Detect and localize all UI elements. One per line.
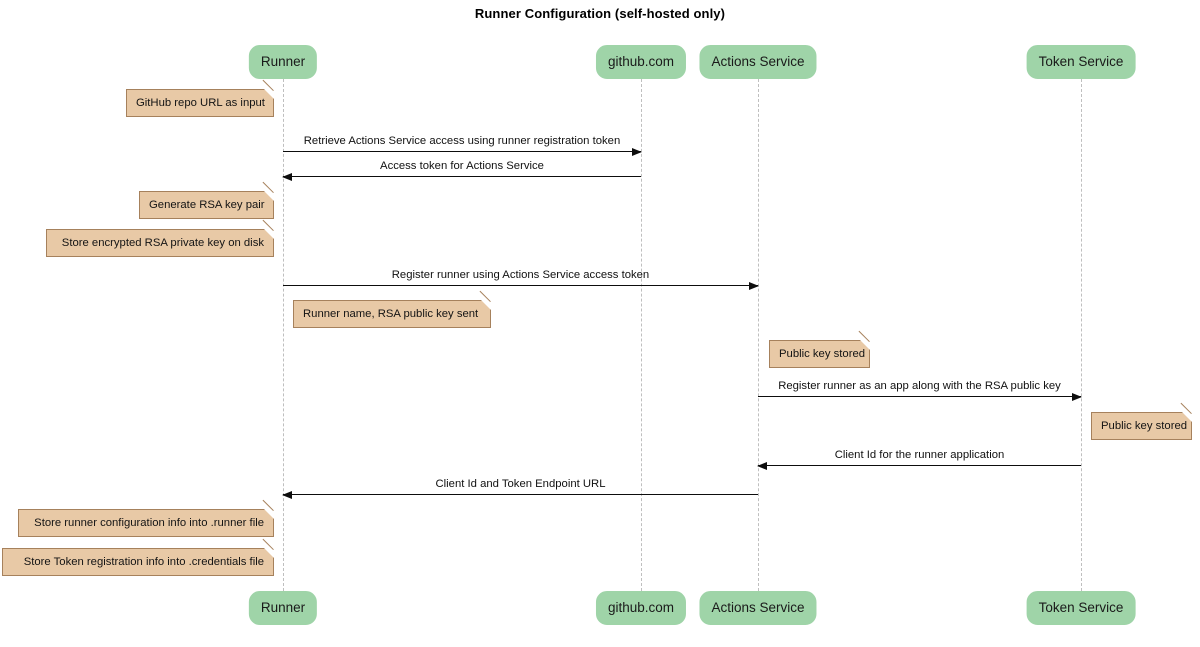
participant-bottom-actions[interactable]: Actions Service	[699, 591, 817, 625]
participant-top-github[interactable]: github.com	[595, 45, 687, 79]
note-public-key-stored-actions: Public key stored	[769, 330, 870, 368]
note-store-runner-config: Store runner configuration info into .ru…	[18, 499, 274, 537]
msg-retrieve-access-label: Retrieve Actions Service access using ru…	[303, 135, 621, 147]
note-store-token-registration: Store Token registration info into .cred…	[2, 538, 274, 576]
lifeline-actions	[758, 79, 759, 591]
participant-top-token[interactable]: Token Service	[1026, 45, 1136, 79]
msg-register-runner-label: Register runner using Actions Service ac…	[391, 269, 650, 281]
note-store-private-key: Store encrypted RSA private key on disk	[46, 219, 274, 257]
msg-access-token-line	[282, 172, 641, 181]
msg-access-token-arrowhead-icon	[282, 172, 292, 181]
page-title: Runner Configuration (self-hosted only)	[474, 6, 726, 21]
participant-bottom-token[interactable]: Token Service	[1026, 591, 1136, 625]
note-generate-rsa-text: Generate RSA key pair	[149, 199, 265, 211]
note-store-runner-config-fold-corner-icon	[264, 509, 274, 519]
note-github-repo-url-text: GitHub repo URL as input	[136, 97, 265, 109]
lifeline-github	[641, 79, 642, 591]
msg-client-id-endpoint-label: Client Id and Token Endpoint URL	[435, 478, 606, 490]
lifeline-runner	[283, 79, 284, 591]
note-public-key-stored-actions-fold-corner-icon	[860, 340, 870, 350]
note-runner-name-pubkey-fold-corner-icon	[481, 300, 491, 310]
participant-bottom-github[interactable]: github.com	[595, 591, 687, 625]
note-store-token-registration-text: Store Token registration info into .cred…	[23, 556, 264, 568]
msg-client-id-endpoint-line	[282, 490, 758, 499]
note-generate-rsa-fold-corner-icon	[264, 191, 274, 201]
msg-retrieve-access-line	[283, 147, 642, 156]
note-public-key-stored-token-text: Public key stored	[1101, 420, 1188, 432]
note-store-private-key-fold-corner-icon	[264, 229, 274, 239]
note-public-key-stored-token: Public key stored	[1091, 402, 1192, 440]
msg-retrieve-access-arrowhead-icon	[632, 147, 642, 156]
msg-register-runner-line	[283, 281, 759, 290]
msg-register-runner-arrowhead-icon	[749, 281, 759, 290]
note-store-runner-config-text: Store runner configuration info into .ru…	[34, 517, 264, 529]
msg-client-id-line	[757, 461, 1081, 470]
msg-client-id-endpoint-arrowhead-icon	[282, 490, 292, 499]
note-runner-name-pubkey: Runner name, RSA public key sent	[293, 290, 491, 328]
lifeline-token	[1081, 79, 1082, 591]
note-github-repo-url: GitHub repo URL as input	[126, 79, 274, 117]
note-public-key-stored-token-fold-corner-icon	[1182, 412, 1192, 422]
msg-register-app-line	[758, 392, 1082, 401]
participant-top-runner[interactable]: Runner	[248, 45, 318, 79]
note-store-private-key-text: Store encrypted RSA private key on disk	[61, 237, 264, 249]
note-github-repo-url-fold-corner-icon	[264, 89, 274, 99]
note-generate-rsa: Generate RSA key pair	[139, 181, 274, 219]
participant-bottom-runner[interactable]: Runner	[248, 591, 318, 625]
msg-register-app-label: Register runner as an app along with the…	[778, 380, 1061, 392]
msg-client-id-label: Client Id for the runner application	[834, 449, 1005, 461]
note-store-token-registration-fold-corner-icon	[264, 548, 274, 558]
note-runner-name-pubkey-text: Runner name, RSA public key sent	[303, 308, 479, 320]
note-public-key-stored-actions-text: Public key stored	[779, 348, 866, 360]
msg-access-token-label: Access token for Actions Service	[380, 160, 544, 172]
msg-client-id-arrowhead-icon	[757, 461, 767, 470]
msg-register-app-arrowhead-icon	[1072, 392, 1082, 401]
participant-top-actions[interactable]: Actions Service	[699, 45, 817, 79]
